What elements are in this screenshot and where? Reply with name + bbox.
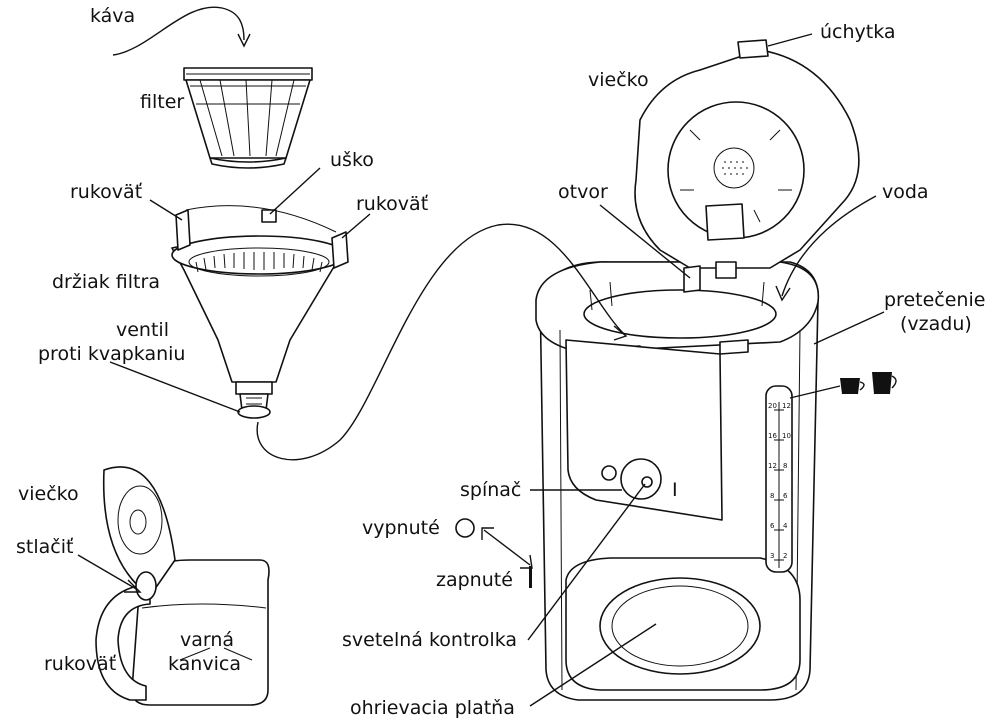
rukovat-left-leader — [149, 199, 183, 221]
label-vypnute: vypnuté — [362, 517, 440, 539]
label-rukovat-left: rukoväť — [70, 181, 143, 203]
label-stlacit: stlačiť — [16, 536, 74, 558]
label-kontrolka: svetelná kontrolka — [342, 629, 517, 651]
water-arrowhead — [775, 285, 791, 302]
label-uchytka: úchytka — [820, 21, 896, 43]
onoff-arrow — [483, 529, 531, 566]
label-rukovat-right: rukoväť — [356, 193, 429, 215]
scale-left-5: 3 — [770, 552, 774, 560]
cup-icons — [840, 372, 897, 394]
scale-right-1: 10 — [782, 432, 791, 440]
scale-right-0: 12 — [782, 402, 791, 410]
scale-left-2: 12 — [768, 462, 777, 470]
switch-on-mark: I — [672, 479, 678, 501]
onoff-arrowhead-top — [481, 527, 494, 540]
label-rukovat-pot: rukoväť — [44, 653, 117, 675]
coffee-pointer-arrow — [112, 6, 245, 56]
label-usko: uško — [330, 149, 374, 171]
label-vecko-top: viečko — [588, 69, 649, 91]
water-arrow — [781, 195, 877, 297]
scale-left-4: 6 — [770, 522, 775, 530]
label-ventil-2: proti kvapkaniu — [38, 343, 185, 365]
scale-right-4: 4 — [783, 522, 788, 530]
label-filter: filter — [140, 91, 184, 113]
water-level-scale: 20 16 12 8 6 3 12 10 8 6 4 2 — [768, 402, 791, 560]
stlacit-arrowhead — [124, 579, 142, 593]
stlacit-arrow — [77, 554, 139, 591]
label-otvor: otvor — [558, 181, 608, 203]
label-spinac: spínač — [460, 479, 521, 501]
scale-right-3: 6 — [783, 492, 788, 500]
filter-holder — [171, 205, 349, 419]
coffee-arrowhead — [237, 33, 251, 48]
carafe — [95, 466, 270, 706]
holder-arrowhead — [613, 325, 628, 341]
coffee-machine-body — [535, 261, 820, 701]
label-drziak: držiak filtra — [52, 271, 160, 293]
usko-leader — [269, 167, 321, 215]
on-symbol — [529, 566, 532, 588]
scale-right-2: 8 — [783, 462, 787, 470]
cups-leader — [789, 385, 841, 399]
label-pretecenie-1: pretečenie — [884, 289, 985, 311]
label-voda: voda — [882, 181, 929, 203]
label-ventil-1: ventil — [116, 319, 169, 341]
label-varna-1: varná — [180, 629, 234, 651]
machine-lid — [634, 39, 860, 293]
label-platna: ohrievacia platňa — [350, 697, 515, 719]
label-kava: káva — [90, 5, 135, 27]
label-vecko-pot: viečko — [18, 483, 79, 505]
scale-left-1: 16 — [768, 432, 777, 440]
uchytka-leader — [767, 33, 813, 47]
ventil-leader — [109, 361, 241, 413]
kontrolka-leader — [527, 483, 646, 641]
otvor-leader — [599, 204, 691, 279]
holder-to-machine-arrow — [256, 223, 625, 461]
scale-left-0: 20 — [768, 402, 777, 410]
label-zapnute: zapnuté — [436, 569, 513, 591]
scale-right-5: 2 — [783, 552, 787, 560]
coffee-filter — [183, 67, 313, 169]
label-varna-2: kanvica — [168, 653, 241, 675]
pretecenie-leader — [813, 311, 885, 345]
rukovat-right-leader — [341, 213, 371, 239]
label-pretecenie-2: (vzadu) — [900, 313, 972, 335]
off-symbol — [455, 518, 475, 538]
platna-leader — [529, 623, 657, 707]
scale-left-3: 8 — [770, 492, 774, 500]
